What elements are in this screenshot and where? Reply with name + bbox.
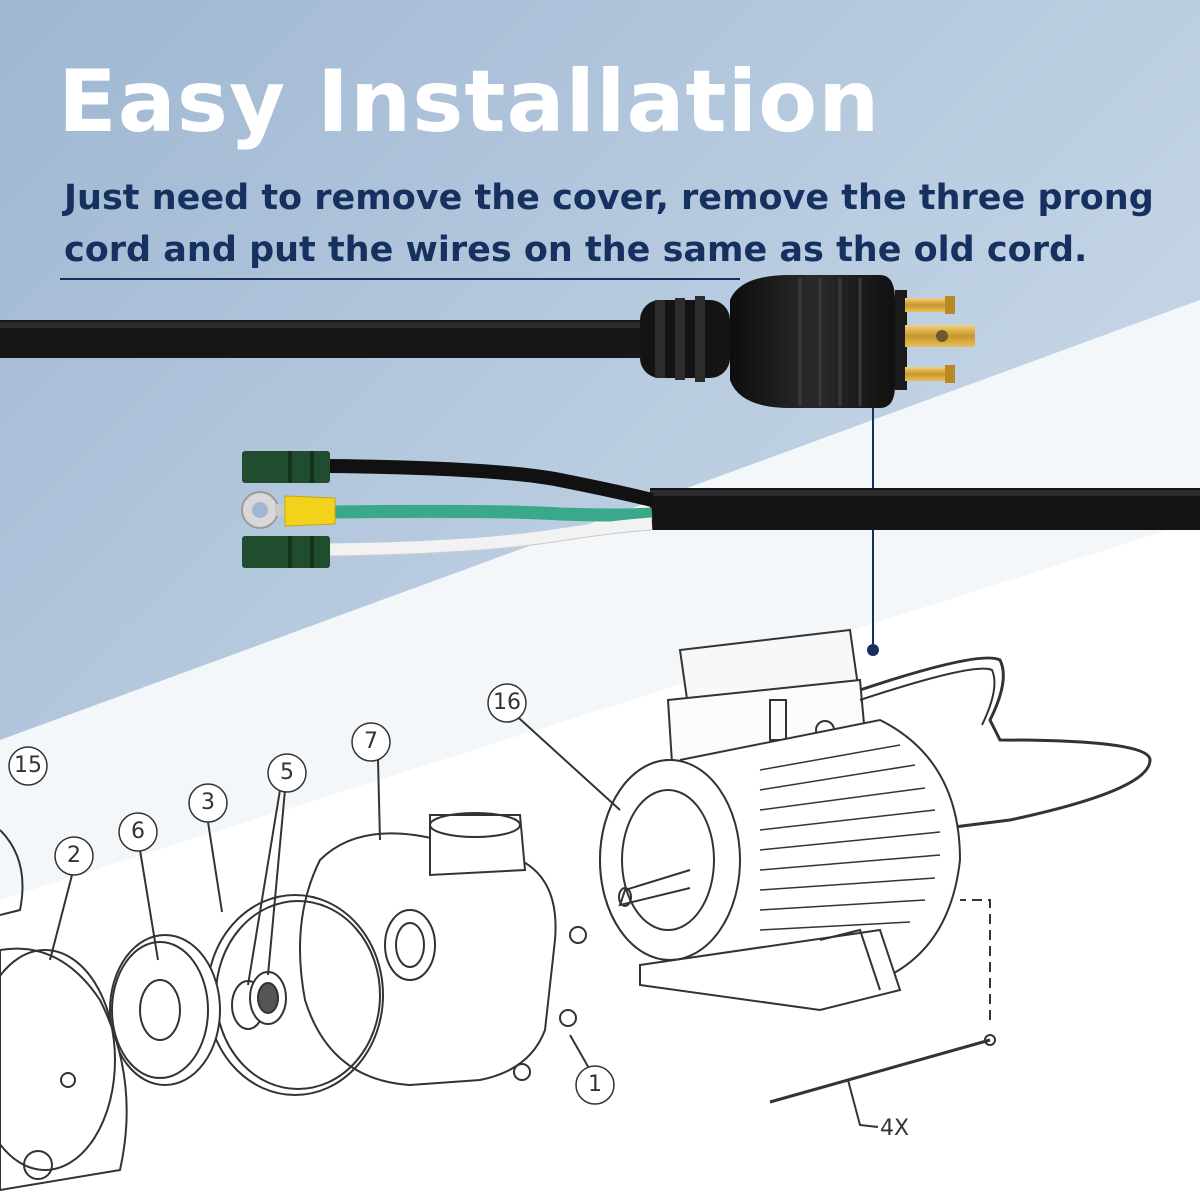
- callout-label: 7: [364, 729, 378, 754]
- spade-terminal-bottom: [242, 536, 330, 568]
- leader-dot: [867, 644, 879, 656]
- stripped-wire-end: [241, 451, 1200, 568]
- seal-plate: [0, 874, 128, 1192]
- callout-label: 3: [201, 790, 215, 815]
- callout-label: 2: [67, 843, 81, 868]
- quantity-label: 4X: [880, 1116, 910, 1141]
- plug-body: [730, 275, 907, 408]
- page-subtitle: Just need to remove the cover, remove th…: [64, 178, 1154, 270]
- motor-assembly: [509, 628, 1152, 1104]
- part-15-fragment: [0, 829, 24, 916]
- callout-label: 5: [280, 760, 294, 785]
- plug-prongs: [905, 296, 975, 383]
- callout-label: 15: [14, 753, 42, 778]
- ring-terminal: [241, 491, 336, 529]
- shaft-seal: [231, 789, 287, 1030]
- power-plug-cord: [0, 275, 975, 656]
- callout-circles: [8, 683, 615, 1105]
- callout-label: 1: [588, 1072, 602, 1097]
- pump-exploded-view: [0, 628, 1152, 1192]
- plug-strain-relief: [640, 296, 730, 382]
- page-title: Easy Installation: [58, 52, 881, 152]
- callout-label: 16: [493, 690, 521, 715]
- spade-terminal-top: [242, 451, 330, 483]
- impeller: [109, 849, 221, 1086]
- pump-volute: [299, 759, 591, 1087]
- callout-label: 6: [131, 819, 145, 844]
